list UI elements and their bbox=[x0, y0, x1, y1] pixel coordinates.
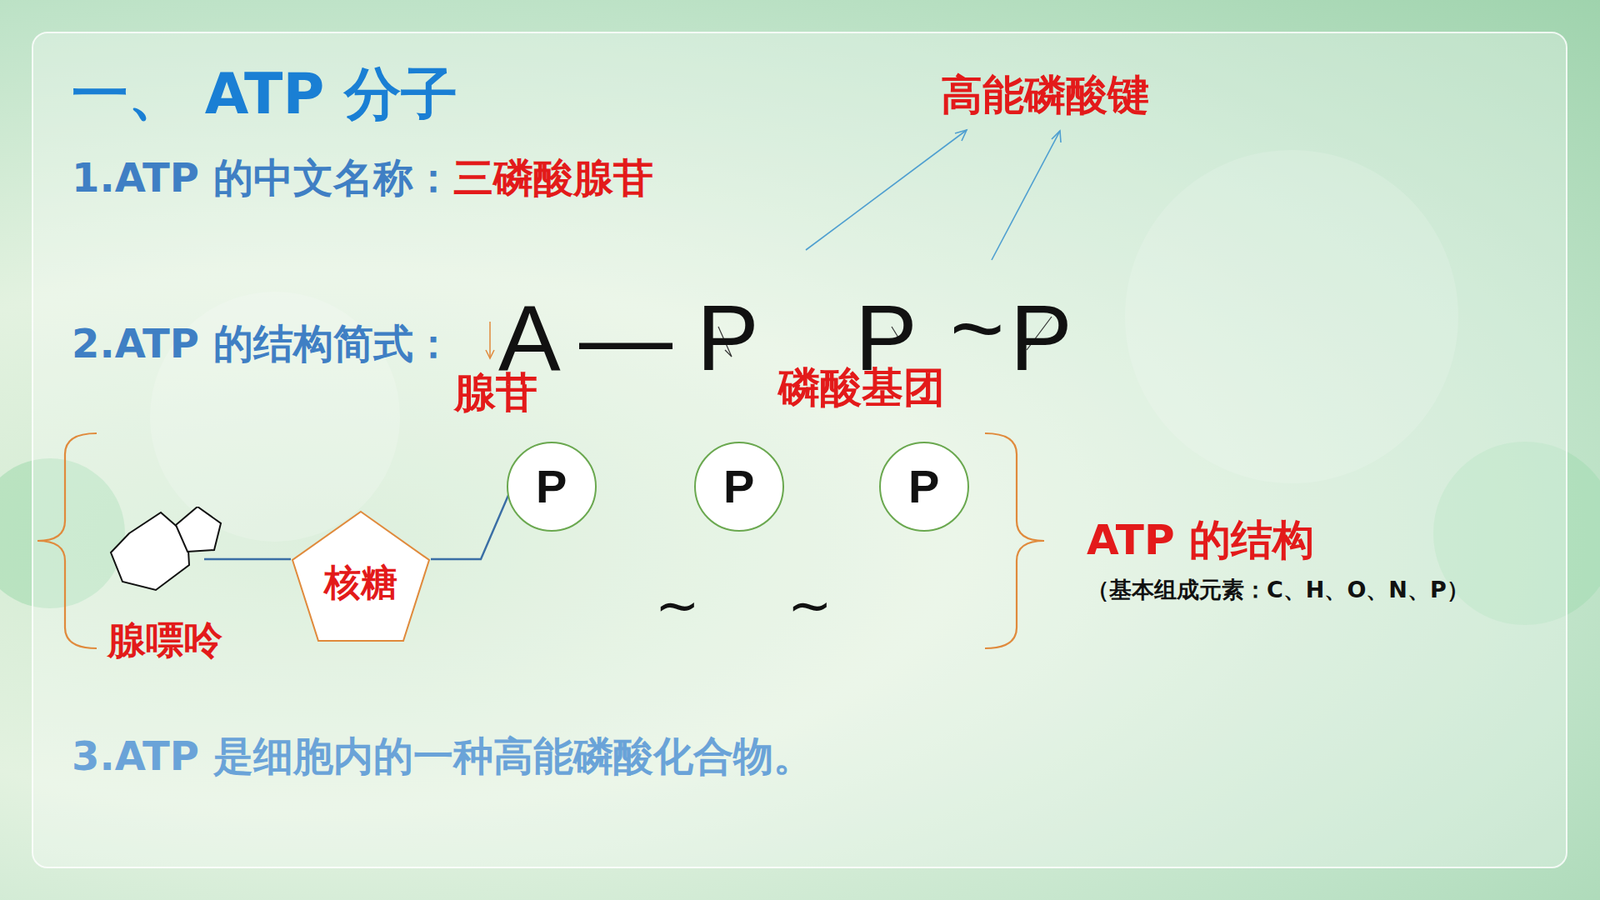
bond-line bbox=[430, 493, 510, 560]
high-energy-bond: ~ bbox=[950, 275, 1005, 383]
circle bbox=[507, 442, 596, 531]
answer-text: 三磷酸腺苷 bbox=[453, 154, 654, 201]
bond-symbol: ~ bbox=[787, 575, 833, 637]
heading-label: 高能磷酸键 bbox=[940, 71, 1150, 120]
phosphate-circle: P bbox=[878, 440, 970, 533]
node-label: P bbox=[723, 460, 755, 513]
circle bbox=[695, 442, 784, 531]
formula-symbol: P bbox=[696, 285, 760, 393]
circle bbox=[880, 442, 969, 531]
bond-line bbox=[204, 558, 291, 560]
phosphate-circle: P bbox=[505, 440, 598, 533]
item-text: 1.ATP 的中文名称： bbox=[71, 154, 454, 201]
node-label: P bbox=[908, 460, 940, 513]
part-label: 磷酸基团 bbox=[778, 364, 945, 413]
item-line: 1.ATP 的中文名称：三磷酸腺苷 bbox=[71, 152, 689, 203]
element-note: （基本组成元素：C、H、O、N、P） bbox=[1086, 575, 1479, 605]
node-label: 腺嘌呤 bbox=[107, 619, 223, 662]
formula-symbol: P bbox=[1010, 285, 1073, 393]
formula-bond: — bbox=[579, 285, 673, 393]
bond-symbol: ~ bbox=[655, 575, 700, 637]
phosphate-circle: P bbox=[693, 440, 785, 533]
adenine-shape: 腺嘌呤 bbox=[104, 506, 246, 665]
item-text: 3.ATP 是细胞内的一种高能磷酸化合物。 bbox=[71, 729, 889, 784]
ribose-pentagon: 核糖 bbox=[290, 510, 431, 643]
part-label: 腺苷 bbox=[454, 369, 538, 418]
node-label: P bbox=[535, 460, 567, 513]
node-label: 核糖 bbox=[324, 562, 398, 603]
slide-title: 一、 ATP 分子 bbox=[71, 61, 458, 127]
pentagon-ring bbox=[175, 506, 221, 552]
item-text: 2.ATP 的结构简式： bbox=[71, 320, 454, 367]
structure-heading: ATP 的结构 bbox=[1086, 516, 1315, 565]
pentagon bbox=[292, 511, 430, 641]
